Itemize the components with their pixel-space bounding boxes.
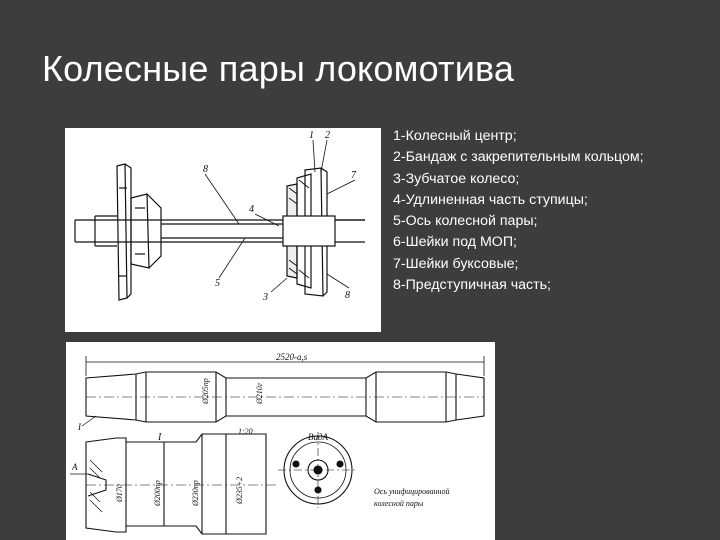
callout-label: 5 [215,278,220,289]
dimension-label: Ø230пр [191,480,200,507]
callout-label: 1 [309,130,314,141]
caption-line: Ось унифицированной [374,487,450,496]
dimension-label: Ø170 [115,484,124,503]
caption-line: колесной пары [374,499,424,508]
legend-item: 7-Шейки буксовые; [393,255,519,272]
dimension-label: Ø200пр [153,480,162,507]
legend-item: 3-Зубчатое колесо; [393,170,520,187]
legend-item: 5-Ось колесной пары; [393,213,538,230]
dimension-label: Ø205пр [201,378,210,405]
axle-drawing: 2520-a,s Ø205пр Ø210г I I 1:20 A [66,342,495,540]
dimension-label: Ø235+2 [235,477,244,505]
callout-label: 7 [351,170,357,181]
slide-title: Колесные пары локомотива [42,48,515,89]
wheelset-drawing: 8 5 3 1 2 7 8 4 [65,128,381,332]
legend-item: 4-Удлиненная часть ступицы; [393,191,588,208]
legend-item: 6-Шейки под МОП; [393,234,517,251]
view-arrow-label: A [71,462,78,472]
taper-label: 1:20 [238,427,253,436]
overall-dimension: 2520-a,s [276,352,308,362]
callout-label: 4 [249,204,254,215]
callout-label: 8 [203,164,208,175]
callout-label: 8 [345,290,350,301]
view-mark: I [77,422,82,432]
legend-item: 2-Бандаж с закрепительным кольцом; [393,149,644,166]
callout-label: 3 [262,292,268,303]
callout-label: 2 [325,130,330,141]
section-label: I [157,432,162,443]
legend-list: 1-Колесный центр; 2-Бандаж с закрепитель… [393,126,644,296]
legend-item: 1-Колесный центр; [393,128,517,144]
dimension-label: Ø210г [255,383,264,405]
legend-item: 8-Предступичная часть; [393,277,551,294]
